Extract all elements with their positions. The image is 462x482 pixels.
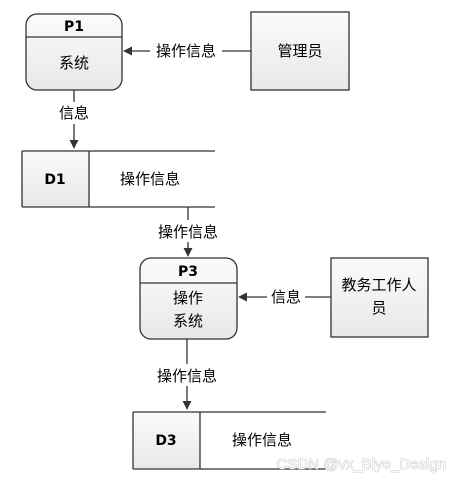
flow-p3-to-d3-label: 操作信息 (157, 367, 217, 385)
process-p1: P1 系统 (25, 13, 123, 91)
datastore-d3: D3 操作信息 (132, 411, 326, 470)
flow-admin-to-p1-label: 操作信息 (156, 42, 216, 60)
datastore-d3-name: 操作信息 (232, 431, 292, 449)
process-p3-name-line1: 操作 (173, 289, 203, 307)
flow-staff-to-p3: 信息 (238, 288, 331, 306)
flow-d1-to-p3: 操作信息 (158, 207, 218, 257)
process-p1-id: P1 (64, 19, 84, 35)
datastore-d1-id: D1 (44, 172, 65, 188)
watermark: CSDN @vx_Biye_Design (277, 456, 446, 473)
entity-admin-label: 管理员 (277, 42, 322, 60)
flow-staff-to-p3-label: 信息 (271, 288, 301, 306)
process-p3-id: P3 (178, 264, 198, 280)
flow-p1-to-d1-label: 信息 (59, 104, 89, 122)
datastore-d1-name: 操作信息 (120, 170, 180, 188)
entity-staff-label-line2: 员 (371, 299, 386, 317)
flow-p1-to-d1: 信息 (59, 90, 89, 149)
flow-p3-to-d3: 操作信息 (157, 339, 217, 410)
entity-admin: 管理员 (250, 11, 350, 91)
entity-staff: 教务工作人 员 (330, 257, 429, 338)
entity-staff-label-line1: 教务工作人 (341, 276, 416, 294)
datastore-d3-id: D3 (155, 433, 176, 449)
flow-admin-to-p1: 操作信息 (123, 42, 251, 60)
flow-d1-to-p3-label: 操作信息 (158, 223, 218, 241)
datastore-d1: D1 操作信息 (21, 150, 215, 208)
process-p3: P3 操作 系统 (139, 257, 238, 340)
process-p3-name-line2: 系统 (173, 312, 203, 330)
process-p1-name: 系统 (59, 54, 89, 72)
